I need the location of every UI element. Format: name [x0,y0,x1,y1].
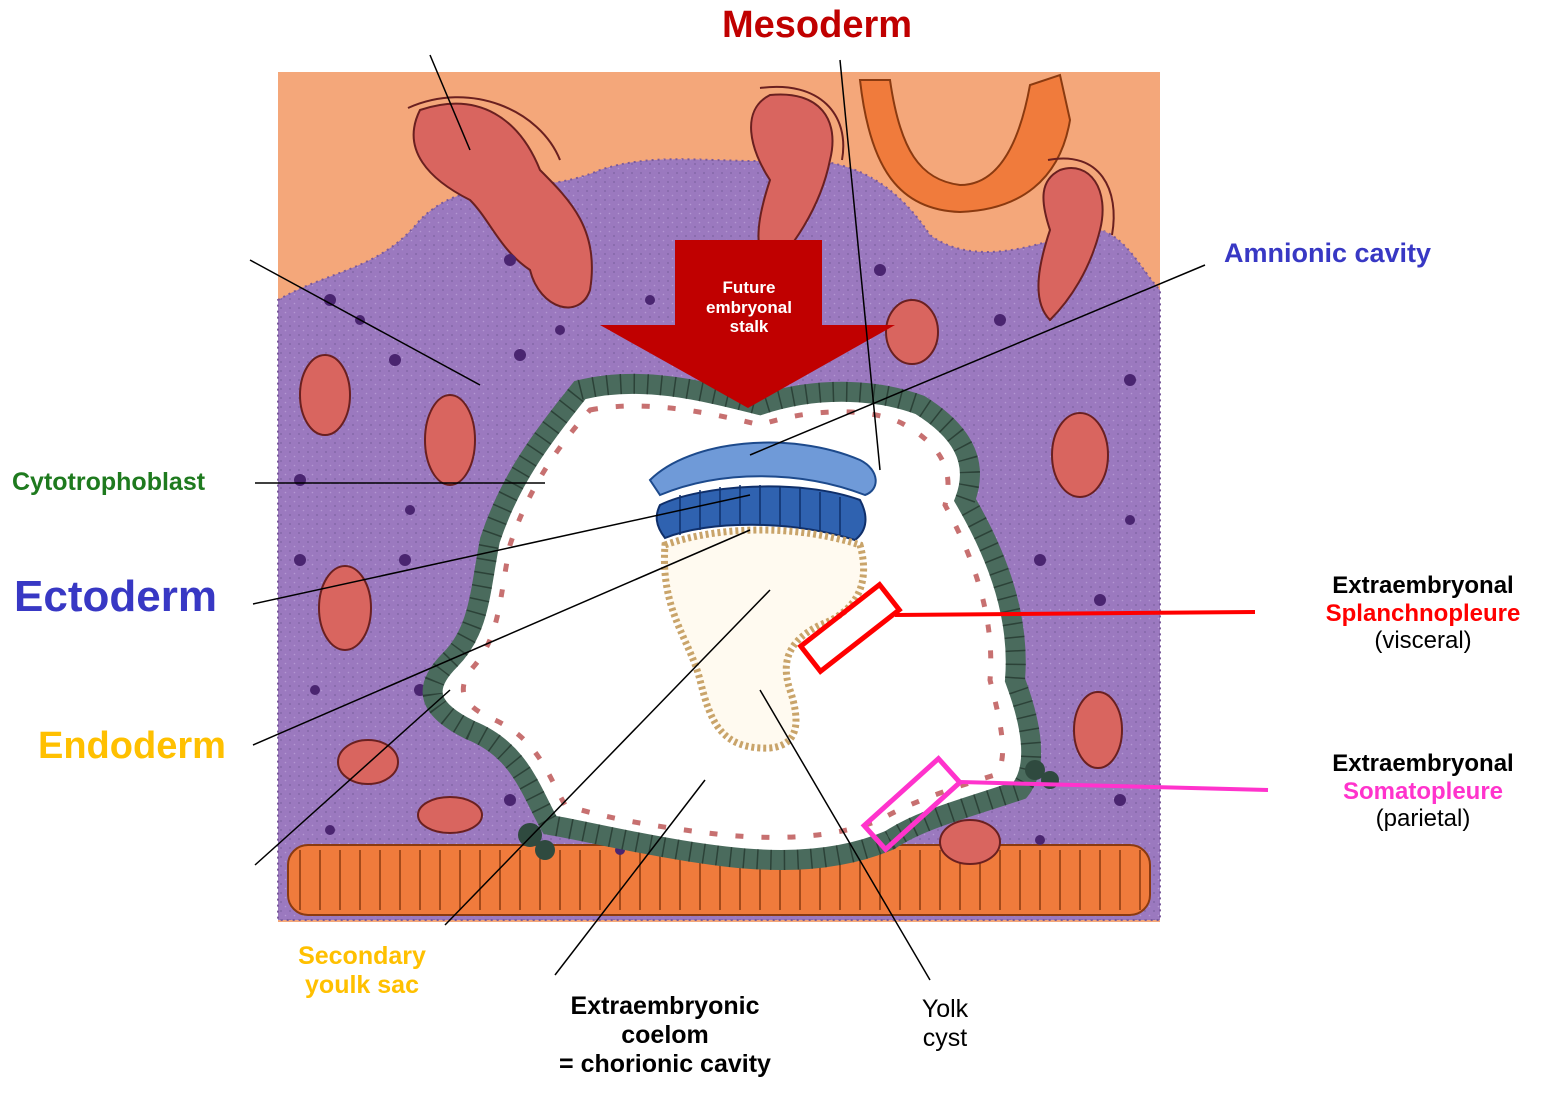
somatopleure-label: Extraembryonal Somatopleure (parietal) [1288,750,1558,833]
stalk-line-1: Future [688,278,810,298]
stalk-line-3: stalk [688,317,810,337]
somatopleure-name: Somatopleure [1288,778,1558,806]
coelom-line-2: coelom [520,1021,810,1050]
extraembryonic-coelom-label: Extraembryonic coelom = chorionic cavity [520,992,810,1078]
ectoderm-label: Ectoderm [14,572,217,623]
mesoderm-label: Mesoderm [722,4,912,48]
splanchnopleure-note: (visceral) [1288,627,1558,655]
splanchnopleure-name: Splanchnopleure [1288,600,1558,628]
somatopleure-note: (parietal) [1288,805,1558,833]
amnionic-cavity-label: Amnionic cavity [1224,238,1431,269]
stalk-label: Future embryonal stalk [688,278,810,337]
coelom-line-1: Extraembryonic [520,992,810,1021]
coelom-line-3: = chorionic cavity [520,1050,810,1079]
cytotrophoblast-label: Cytotrophoblast [12,468,205,497]
endoderm-label: Endoderm [38,725,226,769]
secondary-yolk-sac-line-1: Secondary [262,942,462,971]
splanchnopleure-title: Extraembryonal [1288,572,1558,600]
secondary-yolk-sac-line-2: youlk sac [262,971,462,1000]
yolk-cyst-line-1: Yolk [895,995,995,1024]
yolk-cyst-label: Yolk cyst [895,995,995,1053]
secondary-yolk-sac-label: Secondary youlk sac [262,942,462,1000]
stalk-line-2: embryonal [688,298,810,318]
somatopleure-title: Extraembryonal [1288,750,1558,778]
splanchnopleure-label: Extraembryonal Splanchnopleure (visceral… [1288,572,1558,655]
yolk-cyst-line-2: cyst [895,1024,995,1053]
